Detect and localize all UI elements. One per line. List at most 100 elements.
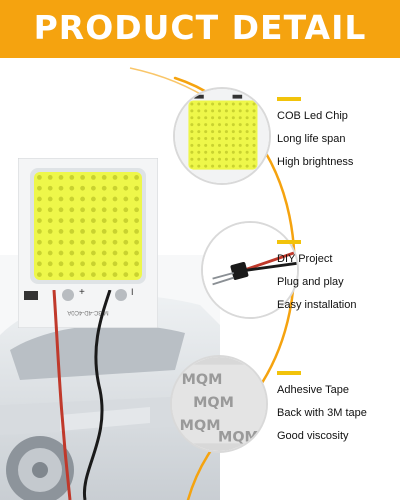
led-dot: [58, 272, 64, 277]
led-dot: [123, 218, 129, 223]
led-dot: [58, 218, 64, 223]
led-dot: [197, 102, 201, 106]
led-dot: [123, 250, 129, 256]
header-banner: PRODUCT DETAIL: [0, 0, 400, 58]
panel-top-marking: M-3C-4D-4C0A: [67, 309, 108, 315]
led-dot: [245, 143, 249, 147]
feature-cob-chip: COB Led Chip Long life span High brightn…: [277, 97, 400, 178]
led-dot: [211, 150, 215, 154]
led-dot: [231, 157, 235, 161]
led-dot: [91, 261, 96, 267]
led-dot: [197, 136, 201, 141]
led-dot: [101, 175, 107, 180]
adhesive-tape-icon: MQM MQM MQM MQM: [172, 357, 266, 451]
led-dot: [245, 116, 249, 120]
led-dot: [112, 175, 118, 180]
led-dot: [190, 116, 194, 120]
led-dot: [91, 175, 96, 180]
led-dot: [80, 272, 85, 277]
led-dot: [204, 130, 208, 134]
led-dot: [245, 109, 249, 113]
led-dot: [112, 218, 118, 223]
led-dot: [238, 136, 242, 141]
led-dot: [204, 116, 208, 120]
led-dot: [211, 123, 215, 127]
led-dot: [197, 143, 201, 147]
feature-line: High brightness: [277, 156, 354, 168]
led-dot: [190, 136, 194, 141]
led-dot: [69, 239, 75, 245]
led-dot: [58, 261, 64, 267]
led-dot: [252, 143, 256, 147]
led-dot: [37, 229, 42, 234]
led-dot: [69, 185, 75, 191]
cob-chip-closeup-circle: [173, 87, 271, 185]
led-dot: [197, 130, 201, 134]
led-dot: [190, 109, 194, 113]
connector-closeup-circle: [201, 221, 299, 319]
led-dot: [123, 261, 129, 267]
led-dot: [245, 157, 249, 161]
led-dot: [91, 272, 96, 277]
led-dot: [190, 143, 194, 147]
plus-symbol: +: [79, 287, 85, 298]
led-dot: [252, 109, 256, 113]
led-dot: [58, 229, 64, 234]
led-dot: [80, 239, 85, 245]
led-dot: [58, 239, 64, 245]
led-dot: [47, 196, 53, 202]
led-dot: [47, 207, 53, 213]
led-dot: [58, 207, 64, 213]
cd-logo-icon: [24, 291, 38, 300]
led-dot: [245, 150, 249, 154]
led-dot: [37, 272, 42, 277]
led-dot: [37, 175, 42, 180]
led-dot: [231, 143, 235, 147]
led-dot: [37, 185, 42, 191]
led-dot: [204, 143, 208, 147]
led-dot: [134, 272, 139, 277]
led-dot: [197, 157, 201, 161]
led-dot: [231, 136, 235, 141]
led-dot: [197, 123, 201, 127]
led-dot: [224, 150, 228, 154]
led-dot: [134, 250, 139, 256]
led-dot: [134, 185, 139, 191]
led-dot: [231, 164, 235, 168]
led-dot: [123, 207, 129, 213]
accent-dash: [277, 97, 301, 101]
led-dot: [190, 123, 194, 127]
led-dot: [224, 116, 228, 120]
led-dot: [91, 196, 96, 202]
led-dot: [252, 136, 256, 141]
feature-line: Good viscosity: [277, 430, 349, 442]
led-dot: [217, 116, 222, 120]
led-dot: [91, 185, 96, 191]
led-dot: [197, 164, 201, 168]
led-dot: [211, 143, 215, 147]
led-panel-board: + I M-3C-4D-4C0A: [18, 158, 158, 328]
led-dot: [224, 136, 228, 141]
led-dot: [224, 157, 228, 161]
led-dot: [91, 207, 96, 213]
led-dot: [47, 185, 53, 191]
led-dot: [47, 218, 53, 223]
led-dot: [252, 123, 256, 127]
led-dot: [217, 136, 222, 141]
led-dot: [190, 130, 194, 134]
led-dot: [224, 164, 228, 168]
led-dot: [245, 123, 249, 127]
led-dot: [80, 196, 85, 202]
led-dot: [47, 261, 53, 267]
led-dot: [101, 207, 107, 213]
led-dot: [112, 239, 118, 245]
tape-text: MQM: [182, 372, 223, 388]
led-dot: [211, 130, 215, 134]
led-dot: [231, 130, 235, 134]
led-dot: [211, 102, 215, 106]
led-dot: [252, 130, 256, 134]
led-dot: [134, 261, 139, 267]
led-dot: [123, 239, 129, 245]
minus-symbol: I: [131, 287, 134, 297]
led-dot: [134, 218, 139, 223]
